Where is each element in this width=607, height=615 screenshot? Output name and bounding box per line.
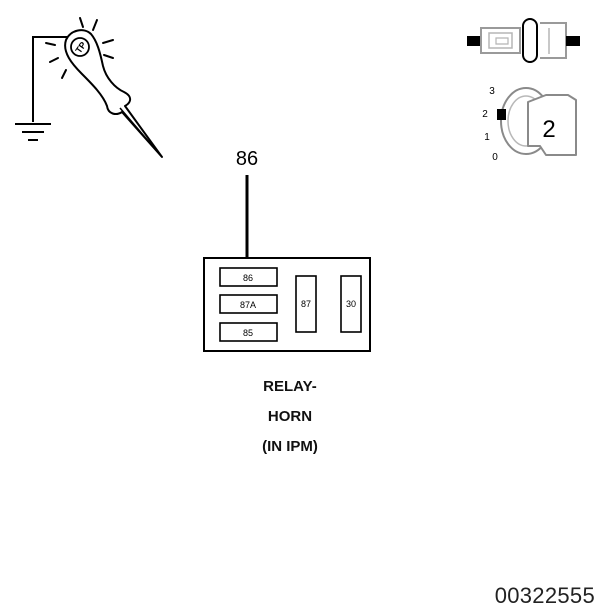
ignition-position-2: 2: [482, 109, 488, 120]
relay-terminal-87a: [219, 294, 278, 314]
ground-symbol-icon: [15, 123, 51, 141]
relay-terminal-30: [340, 275, 362, 333]
relay-title-line-3: (IN IPM): [262, 438, 318, 455]
relay-terminal-86: [219, 267, 278, 287]
probe-tip: [119, 107, 163, 158]
ignition-position-3: 3: [489, 86, 495, 97]
ignition-position-0: 0: [492, 152, 498, 163]
figure-number: 00322555: [494, 583, 595, 608]
position-marker: [497, 109, 506, 120]
relay-block: 86 87A 85 87 30: [203, 257, 371, 352]
ignition-switch-icon: 2 3 2 1 0: [482, 86, 577, 163]
ignition-selected-position: 2: [542, 116, 555, 143]
probe-badge: [70, 37, 90, 57]
light-rays-icon: [45, 17, 114, 79]
ignition-position-1: 1: [484, 132, 490, 143]
relay-terminal-85-label: 85: [243, 328, 253, 338]
ground-lead: [32, 36, 70, 122]
probe-body: [64, 29, 163, 158]
relay-title-line-2: HORN: [267, 408, 313, 425]
test-point-label: 86: [236, 148, 258, 170]
relay-terminal-85: [219, 322, 278, 342]
relay-terminal-86-label: 86: [243, 273, 253, 283]
relay-terminal-30-label: 30: [346, 299, 356, 309]
relay-title-line-1: RELAY-: [263, 378, 317, 395]
test-point-arrow: 86: [236, 148, 258, 273]
relay-terminal-87a-label: 87A: [240, 300, 256, 310]
connector-icon: [467, 18, 580, 63]
relay-terminal-87: [295, 275, 317, 333]
test-probe-icon: TP: [15, 17, 163, 158]
relay-terminal-87-label: 87: [301, 299, 311, 309]
